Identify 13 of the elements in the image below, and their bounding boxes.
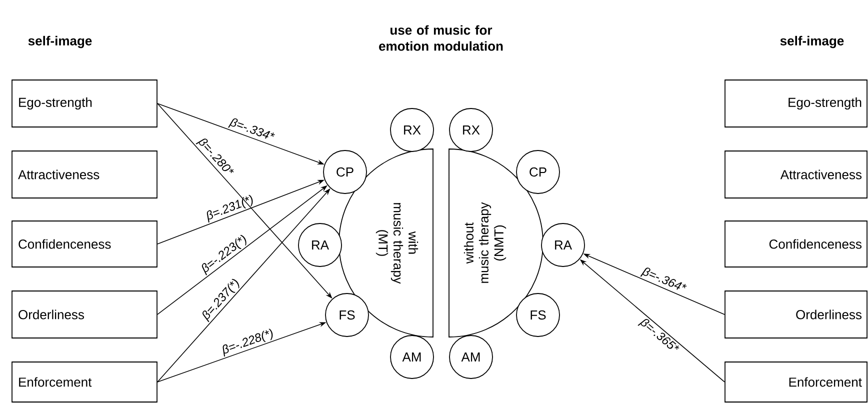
box: Ego-strength <box>12 80 158 128</box>
box: Enforcement <box>12 362 158 402</box>
box: Orderliness <box>724 290 868 338</box>
box: Ego-strength <box>724 80 868 128</box>
heading: use of music for emotion modulation <box>379 25 503 51</box>
box: Confidenceness <box>724 220 868 268</box>
heading: self-image <box>780 36 844 48</box>
box: Attractiveness <box>12 150 158 198</box>
box: Enforcement <box>724 362 868 402</box>
box: Attractiveness <box>724 150 868 198</box>
heading: self-image <box>28 36 92 48</box>
box: Orderliness <box>12 290 158 338</box>
box: Confidenceness <box>12 220 158 268</box>
